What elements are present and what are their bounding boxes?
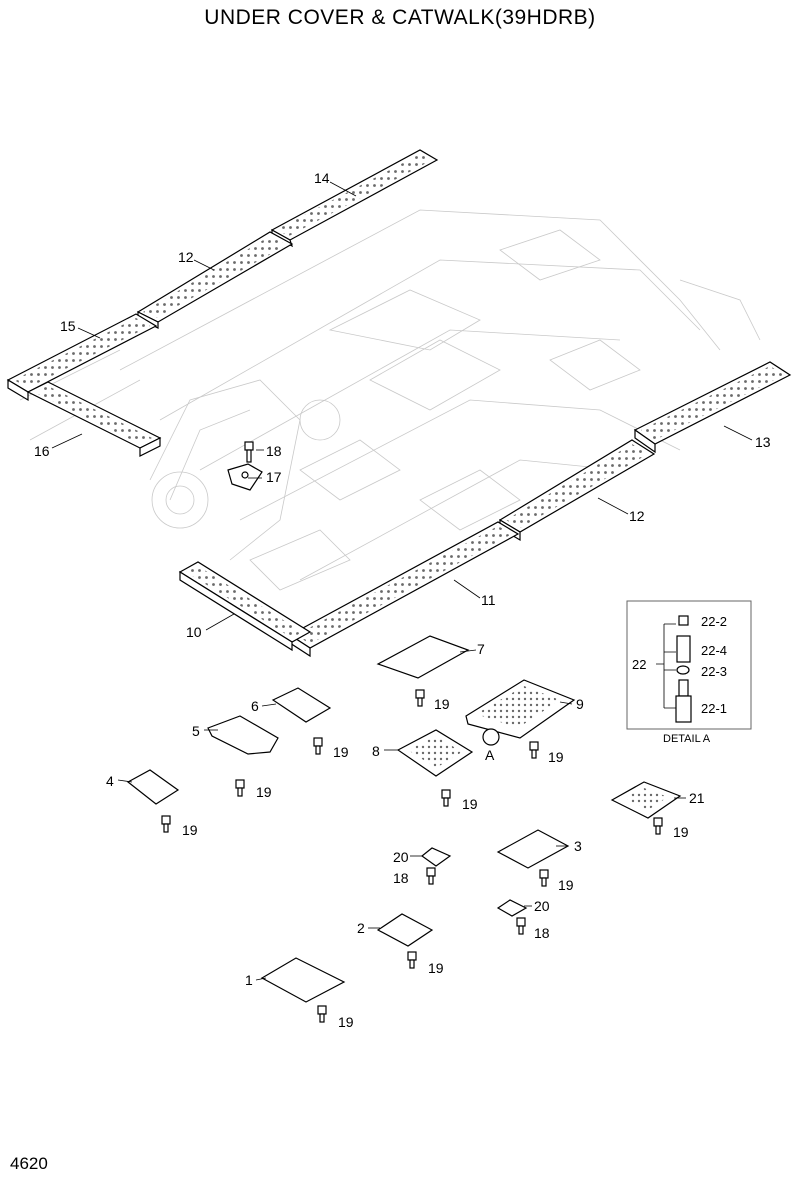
callout-12-right: 12 (629, 508, 645, 524)
detail-a-box (626, 600, 752, 730)
detail-a-labels: 22 22-2 22-4 22-3 22-1 DETAIL A (632, 614, 727, 745)
page-number: 4620 (10, 1154, 48, 1173)
callout-15: 15 (60, 318, 76, 334)
detail-item-22-1: 22-1 (701, 701, 727, 716)
callout-labels: 14 12 15 16 18 17 13 12 11 10 7 19 6 9 5… (34, 170, 771, 1030)
catwalk-upper-left (6, 149, 439, 457)
callout-4: 4 (106, 773, 114, 789)
callout-1: 1 (245, 972, 253, 988)
callout-6: 6 (251, 698, 259, 714)
callout-10: 10 (186, 624, 202, 640)
detail-title: DETAIL A (663, 733, 711, 745)
callout-18-b: 18 (393, 870, 409, 886)
callout-12: 12 (178, 249, 194, 265)
leader-lines (51, 181, 753, 981)
callout-16: 16 (34, 443, 50, 459)
frame-structure-ghost (19, 209, 761, 591)
bolts (161, 689, 663, 1023)
detail-a-callout: A (485, 747, 495, 763)
page-title: UNDER COVER & CATWALK(39HDRB) (204, 6, 596, 29)
callout-19-c: 19 (548, 749, 564, 765)
callout-19-b: 19 (333, 744, 349, 760)
callout-20-a: 20 (393, 849, 409, 865)
callout-13: 13 (755, 434, 771, 450)
callout-14: 14 (314, 170, 330, 186)
callout-20-b: 20 (534, 898, 550, 914)
callout-19-f: 19 (182, 822, 198, 838)
cover-plates (126, 635, 682, 1003)
callout-21: 21 (689, 790, 705, 806)
callout-18-c: 18 (534, 925, 550, 941)
callout-19-d: 19 (256, 784, 272, 800)
callout-8: 8 (372, 743, 380, 759)
plate-bracket-17 (227, 441, 263, 491)
callout-17: 17 (266, 469, 282, 485)
callout-3: 3 (574, 838, 582, 854)
detail-item-22-3: 22-3 (701, 664, 727, 679)
callout-19-i: 19 (428, 960, 444, 976)
detail-group-label: 22 (632, 657, 646, 672)
callout-9: 9 (576, 696, 584, 712)
callout-19-a: 19 (434, 696, 450, 712)
detail-item-22-2: 22-2 (701, 614, 727, 629)
callout-11: 11 (481, 592, 496, 608)
callout-19-h: 19 (558, 877, 574, 893)
callout-19-j: 19 (338, 1014, 354, 1030)
catwalk-right (178, 361, 792, 658)
callout-2: 2 (357, 920, 365, 936)
callout-18: 18 (266, 443, 282, 459)
callout-7: 7 (477, 641, 485, 657)
callout-5: 5 (192, 723, 200, 739)
detail-item-22-4: 22-4 (701, 643, 727, 658)
callout-19-e: 19 (462, 796, 478, 812)
callout-19-g: 19 (673, 824, 689, 840)
